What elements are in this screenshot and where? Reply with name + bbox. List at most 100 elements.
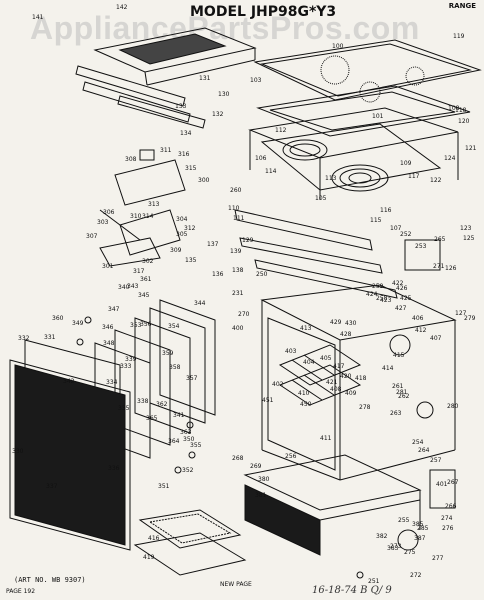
part-number-label: 312 [184,225,196,232]
part-number-label: 425 [400,295,412,302]
part-number-label: 341 [173,412,185,419]
oven-rack-part [278,344,362,406]
part-number-label: 406 [412,315,424,322]
part-number-label: 307 [86,233,98,240]
part-number-label: 126 [445,265,457,272]
part-number-label: 347 [108,306,120,313]
part-number-label: 403 [285,348,297,355]
diagram-drawing [9,27,482,579]
part-number-label: 254 [412,439,424,446]
part-number-label: 281 [396,389,408,396]
part-number-label: 278 [359,404,371,411]
part-number-label: 266 [445,503,457,510]
part-number-label: 422 [392,280,404,287]
part-number-label: 315 [185,165,197,172]
part-number-label: 125 [463,235,475,242]
part-number-label: 257 [430,457,442,464]
oven-cabinet-part [260,284,457,481]
part-number-label: 409 [345,390,357,397]
part-number-label: 365 [146,415,158,422]
part-number-label: 134 [180,130,192,137]
part-number-label: 343 [127,283,139,290]
part-number-label: 101 [372,113,384,120]
part-number-label: 261 [392,383,404,390]
part-number-label: 380 [258,476,270,483]
part-number-label: 354 [168,323,180,330]
part-number-label: 133 [175,103,187,110]
part-number-label: 301 [102,263,114,270]
part-number-label: 314 [142,213,154,220]
part-number-label: 252 [400,231,412,238]
part-number-label: 362 [156,401,168,408]
burner-coil-part [282,139,389,192]
part-number-label: 116 [380,207,392,214]
part-number-label: 334 [106,379,118,386]
part-number-label: 279 [464,315,476,322]
part-number-label: 129 [242,237,254,244]
part-number-label: 103 [250,77,262,84]
part-number-label: 423 [380,297,392,304]
part-number-label: 405 [320,355,332,362]
part-number-label: 363 [180,429,192,436]
part-number-label: 310 [130,213,142,220]
part-number-label: 400 [232,325,244,332]
trim-strip-part [75,65,206,129]
handwritten-note: 16-18-74 B Q/ 9 [312,585,392,596]
broiler-pan-part [133,509,247,576]
part-number-label: 138 [232,267,244,274]
part-number-label: 142 [116,4,128,11]
part-number-label: 262 [398,393,410,400]
part-number-label: 264 [418,447,430,454]
part-number-label: 416 [148,535,160,542]
part-number-label: 313 [148,201,160,208]
part-number-label: 263 [390,410,402,417]
part-number-label: 105 [315,195,327,202]
part-number-label: 411 [320,435,332,442]
part-number-label: 130 [218,91,230,98]
part-number-label: 273 [390,543,402,550]
part-number-label: 417 [333,363,345,370]
part-number-label: 256 [285,453,297,460]
part-number-label: 350 [183,436,195,443]
part-number-label: 304 [176,216,188,223]
part-number-label: 277 [432,555,444,562]
part-number-label: 430 [345,320,357,327]
part-number-label: 410 [298,390,310,397]
part-number-label: 117 [408,173,420,180]
part-number-label: 253 [415,243,427,250]
part-number-label: 131 [199,75,211,82]
part-number-label: 358 [169,364,181,371]
part-number-label: 122 [430,177,442,184]
part-number-label: 115 [370,217,382,224]
part-number-label: 268 [232,455,244,462]
part-number-label: 109 [400,160,412,167]
part-number-label: 267 [447,479,459,486]
cooktop-frame-part [256,85,471,137]
part-number-label: 412 [415,327,427,334]
part-number-label: 355 [190,442,202,449]
part-number-label: 271 [433,263,445,270]
part-number-label: 408 [330,386,342,393]
part-number-label: 335 [118,405,130,412]
part-number-label: 303 [97,219,109,226]
part-number-label: 258 [376,295,388,302]
part-number-label: 107 [390,225,402,232]
art-number: (ART NO. WB 9307) [14,576,86,584]
part-number-label: 340 [118,284,130,291]
control-switch-part [99,149,186,267]
model-title: MODEL JHP98G*Y3 [190,4,337,20]
part-number-label: 413 [300,325,312,332]
screw-part [76,316,364,579]
part-number-label: 259 [372,283,384,290]
part-number-label: 141 [32,14,44,21]
part-number-label: 121 [465,145,477,152]
part-number-label: 255 [398,517,410,524]
part-number-label: 269 [250,463,262,470]
part-number-label: 450 [300,401,312,408]
part-number-label: 112 [275,127,287,134]
part-number-label: 132 [212,111,224,118]
part-number-label: 383 [387,545,399,552]
part-number-label: 331 [44,334,56,341]
part-number-label: 385 [412,521,424,528]
